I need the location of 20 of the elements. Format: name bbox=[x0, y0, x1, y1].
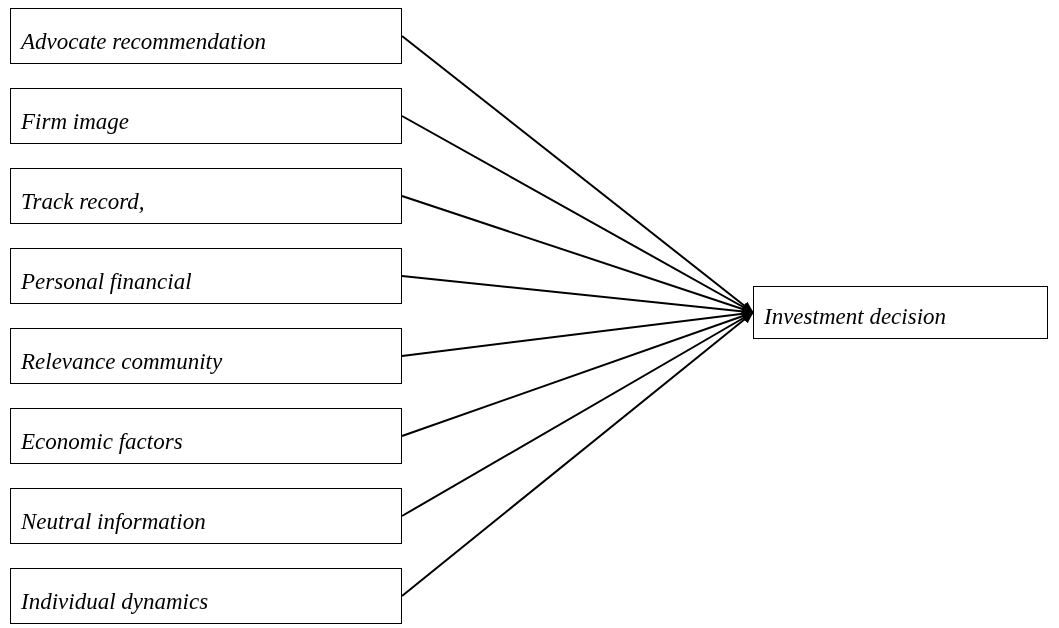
factor-box bbox=[10, 248, 402, 304]
box-label: Firm image bbox=[21, 109, 129, 135]
factor-box bbox=[10, 488, 402, 544]
factor-box bbox=[10, 408, 402, 464]
box-label: Investment decision bbox=[764, 304, 947, 330]
arrow bbox=[401, 311, 754, 597]
factor-box bbox=[10, 168, 402, 224]
factor-box bbox=[10, 8, 402, 64]
outcome-box bbox=[753, 286, 1048, 339]
factor-box bbox=[10, 328, 402, 384]
box-label: Economic factors bbox=[21, 429, 183, 455]
factor-box bbox=[10, 88, 402, 144]
factor-box bbox=[10, 568, 402, 624]
arrow bbox=[401, 311, 754, 517]
box-label: Personal financial bbox=[21, 269, 192, 295]
box-label: Relevance community bbox=[21, 349, 223, 375]
box-label: Advocate recommendation bbox=[21, 29, 267, 55]
box-label: Individual dynamics bbox=[21, 589, 209, 615]
box-label: Neutral information bbox=[21, 509, 206, 535]
box-label: Track record, bbox=[21, 189, 145, 215]
